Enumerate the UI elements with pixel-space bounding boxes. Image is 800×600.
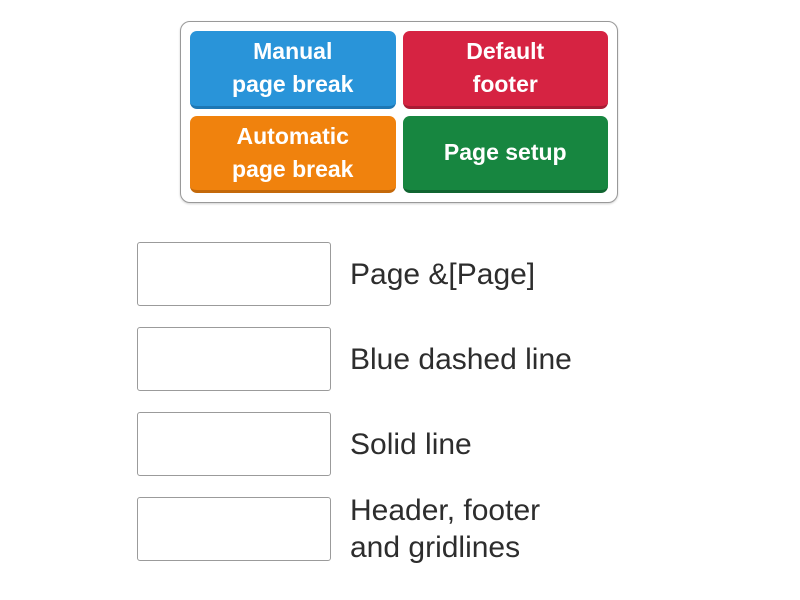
match-row: Header, footer and gridlines — [137, 494, 540, 564]
match-row: Solid line — [137, 412, 472, 476]
answer-tiles-card: Manual page break Default footer Automat… — [180, 21, 618, 203]
tile-label-line: footer — [472, 71, 538, 98]
tile-label-line: page break — [232, 155, 354, 182]
tile-automatic-page-break[interactable]: Automatic page break — [190, 115, 396, 193]
drop-target-page-page[interactable] — [137, 242, 331, 306]
drop-target-blue-dashed-line[interactable] — [137, 327, 331, 391]
tile-label-line: page break — [232, 71, 354, 98]
tile-page-setup[interactable]: Page setup — [402, 115, 608, 193]
clue-label: Blue dashed line — [350, 341, 572, 378]
clue-label-line: and gridlines — [350, 531, 521, 564]
match-row: Blue dashed line — [137, 327, 572, 391]
tile-default-footer[interactable]: Default footer — [402, 31, 608, 109]
tile-label-line: Default — [466, 38, 545, 65]
tile-label-line: Automatic — [236, 122, 349, 149]
tile-label-line: Manual — [253, 38, 333, 65]
clue-label-line: Solid line — [350, 427, 472, 461]
clue-label: Solid line — [350, 426, 472, 463]
drop-target-header-footer-gridlines[interactable] — [137, 497, 331, 561]
drop-target-solid-line[interactable] — [137, 412, 331, 476]
clue-label-line: Header, footer — [350, 494, 541, 527]
tile-label-line: Page setup — [443, 139, 567, 166]
clue-label: Page &[Page] — [350, 256, 535, 293]
clue-label: Header, footer and gridlines — [350, 492, 540, 566]
clue-label-line: Page &[Page] — [350, 257, 536, 291]
match-row: Page &[Page] — [137, 242, 535, 306]
clue-label-line: Blue dashed line — [350, 342, 572, 376]
tile-manual-page-break[interactable]: Manual page break — [190, 31, 396, 109]
